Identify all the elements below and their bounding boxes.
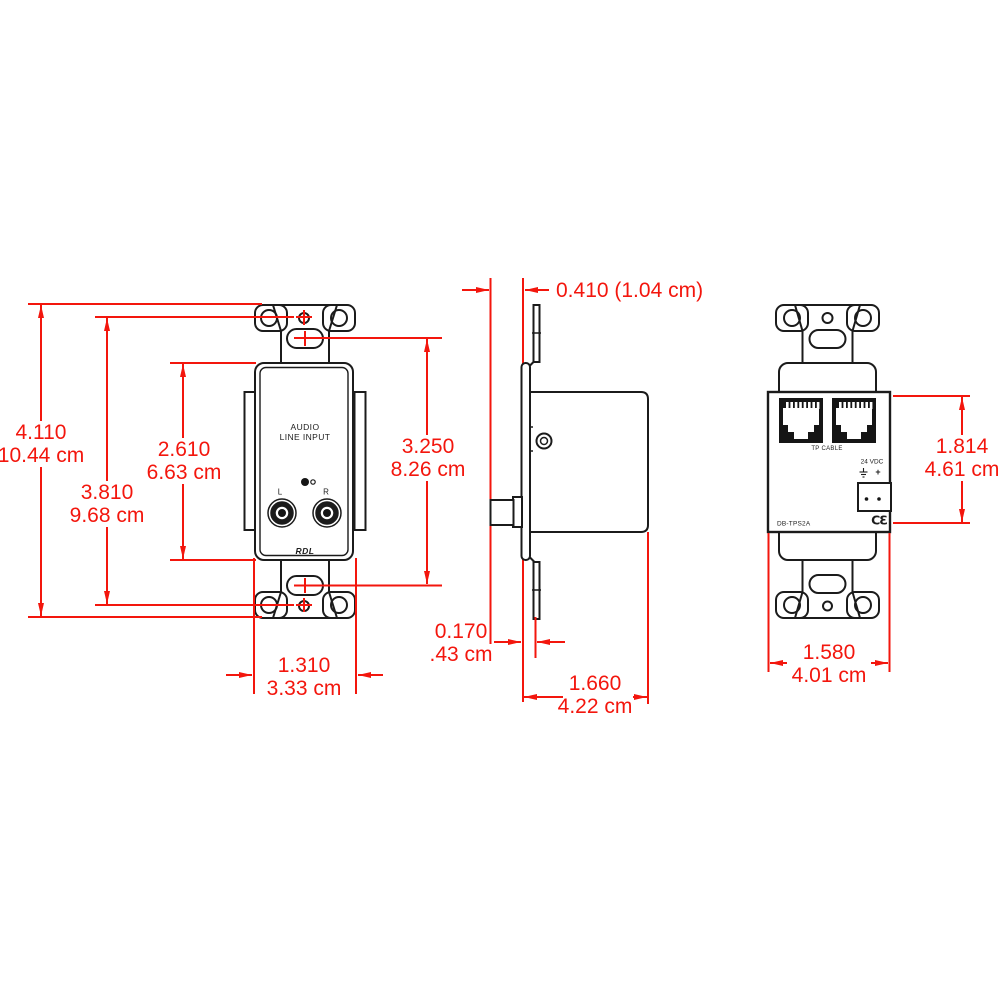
front-left-tab: [243, 391, 257, 531]
front-right-tab: [353, 391, 367, 531]
front-label-left: L: [277, 487, 283, 497]
dimension-arrowheads: [38, 287, 965, 700]
rear-label-plus: +: [875, 467, 881, 477]
front-plate: [254, 362, 354, 561]
trim-hole: [310, 479, 316, 485]
rj45-jack-left: [779, 398, 823, 443]
rear-screw-hole-bottom: [822, 600, 833, 612]
dim-front-protrusion: 0.410 (1.04 cm): [556, 279, 704, 302]
rear-top-left-ear: [775, 304, 809, 332]
rear-ear-hole: [854, 309, 872, 327]
rear-slot-top: [808, 329, 847, 349]
rear-label-tp-cable: TP CABLE: [811, 446, 843, 452]
dim-insert-height: 2.610 6.63 cm: [143, 438, 225, 484]
side-faceplate: [520, 362, 531, 561]
rear-screw-hole-top: [821, 312, 834, 324]
side-housing: [529, 391, 649, 533]
dim-module-width: 1.580 4.01 cm: [791, 641, 867, 687]
front-ear-hole: [330, 596, 348, 614]
rca-jack-right: [312, 498, 342, 528]
side-rca-barrel: [489, 499, 515, 526]
rear-ear-hole: [783, 309, 801, 327]
ce-mark-icon: CƐ: [871, 512, 888, 528]
rj45-jack-right: [832, 398, 876, 443]
dim-plate-thickness: 0.170 .43 cm: [429, 620, 493, 666]
rear-bottom-left-ear: [775, 591, 809, 619]
front-plate-inner: [259, 366, 349, 557]
side-view: [489, 304, 649, 620]
dim-overall-height: 4.110 10.44 cm: [0, 421, 88, 467]
dim-plate-width: 1.310 3.33 cm: [266, 654, 342, 700]
dim-screw-spacing: 3.810 9.68 cm: [66, 481, 148, 527]
led-indicator: [301, 478, 309, 486]
rear-view: [766, 304, 892, 619]
ground-icon: [859, 468, 868, 478]
rear-top-right-ear: [846, 304, 880, 332]
rear-ear-hole: [783, 596, 801, 614]
rear-model-number: DB-TPS2A: [777, 520, 811, 528]
front-label-audio: AUDIO: [290, 422, 320, 432]
device-views: [243, 304, 892, 620]
front-top-right-ear: [322, 304, 356, 332]
front-view: [243, 304, 367, 619]
rear-bottom-right-ear: [846, 591, 880, 619]
dim-rear-depth: 1.660 4.22 cm: [557, 672, 633, 718]
dim-slot-spacing: 3.250 8.26 cm: [387, 435, 469, 481]
terminal-block: [857, 482, 892, 512]
front-label-right: R: [323, 487, 329, 497]
front-label-line-input: LINE INPUT: [279, 432, 331, 442]
front-ear-hole: [330, 309, 348, 327]
dim-module-height: 1.814 4.61 cm: [921, 435, 1000, 481]
rear-label-24vdc: 24 VDC: [860, 458, 884, 466]
rear-slot-bottom: [808, 574, 847, 594]
front-brand-logo: RDL: [295, 546, 315, 556]
rear-ear-hole: [854, 596, 872, 614]
rca-jack-left: [267, 498, 297, 528]
dimension-lines-under: [489, 278, 524, 702]
